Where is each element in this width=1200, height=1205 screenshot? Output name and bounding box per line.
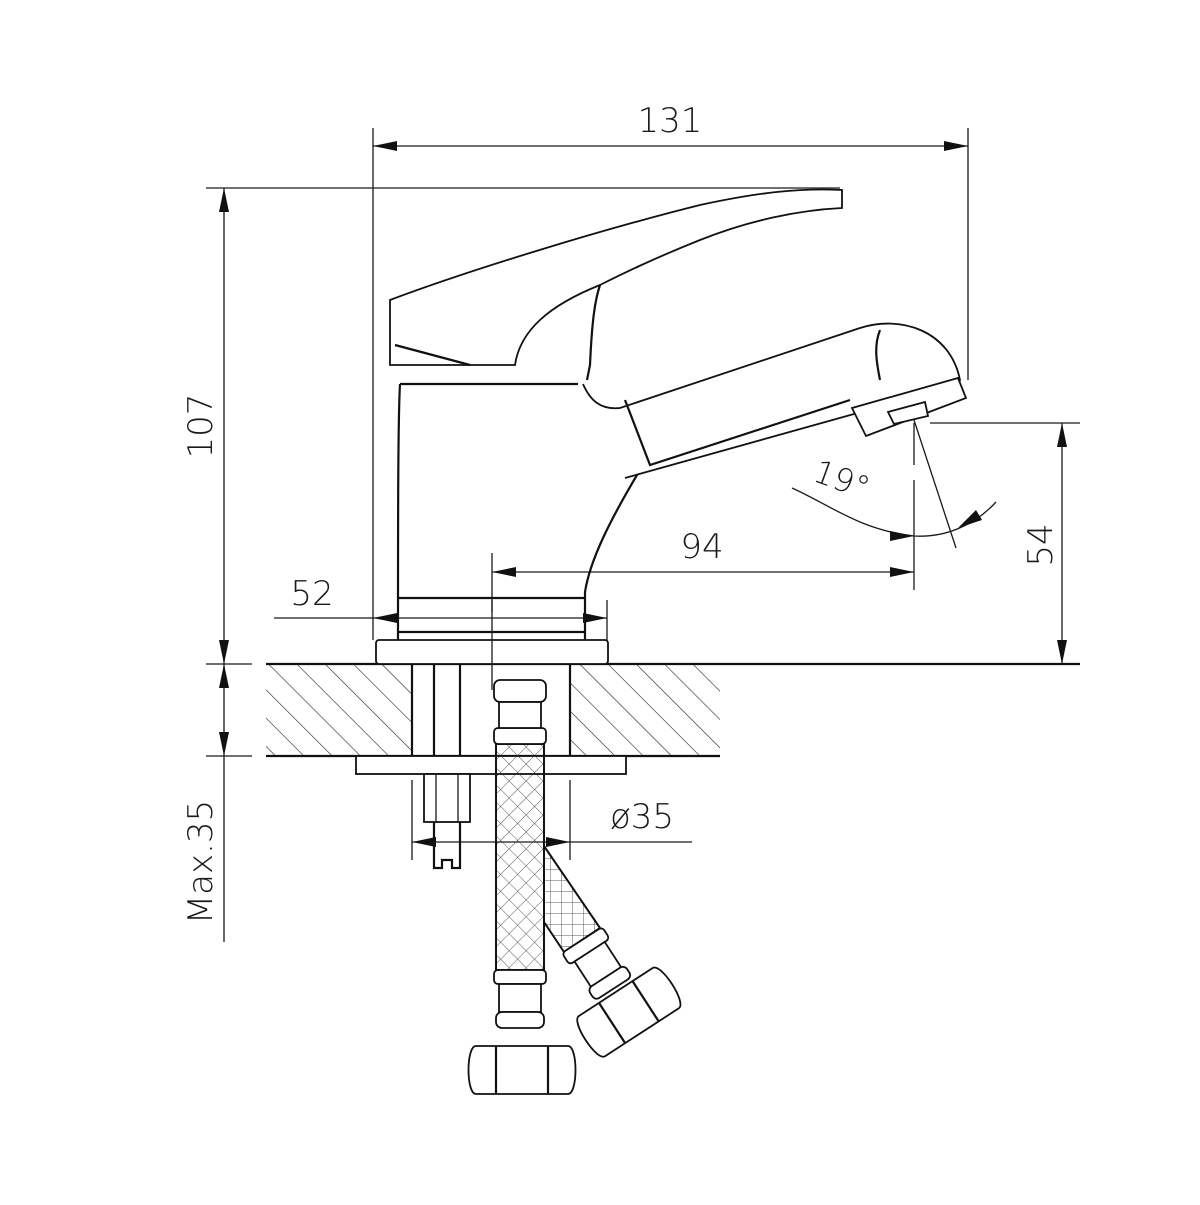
dimension-max-counter: Max.35 xyxy=(181,664,252,942)
dim-label-max35: Max.35 xyxy=(181,800,221,924)
dim-label-19deg: 19° xyxy=(809,452,875,507)
braided-hose-angled xyxy=(543,842,682,1058)
dimension-mounting-hole: ø35 xyxy=(411,780,692,860)
dim-label-131: 131 xyxy=(638,101,703,141)
dimension-spout-height: 54 xyxy=(930,422,1080,664)
dim-label-d35: ø35 xyxy=(610,797,674,837)
dim-label-52: 52 xyxy=(290,574,333,614)
dim-label-107: 107 xyxy=(181,394,221,459)
dim-label-54: 54 xyxy=(1021,523,1061,566)
countertop-section xyxy=(266,662,1080,758)
dimension-base-diameter: 52 xyxy=(274,574,608,664)
faucet-body xyxy=(375,188,968,665)
dimension-overall-length: 131 xyxy=(372,101,969,640)
dimension-spray-angle: 19° xyxy=(791,419,997,590)
dim-label-94: 94 xyxy=(680,527,723,567)
dimension-overall-height: 107 xyxy=(181,187,840,665)
mounting-hardware xyxy=(355,664,627,870)
braided-hose-straight xyxy=(467,679,577,1095)
dimension-spout-reach: 94 xyxy=(491,527,914,612)
